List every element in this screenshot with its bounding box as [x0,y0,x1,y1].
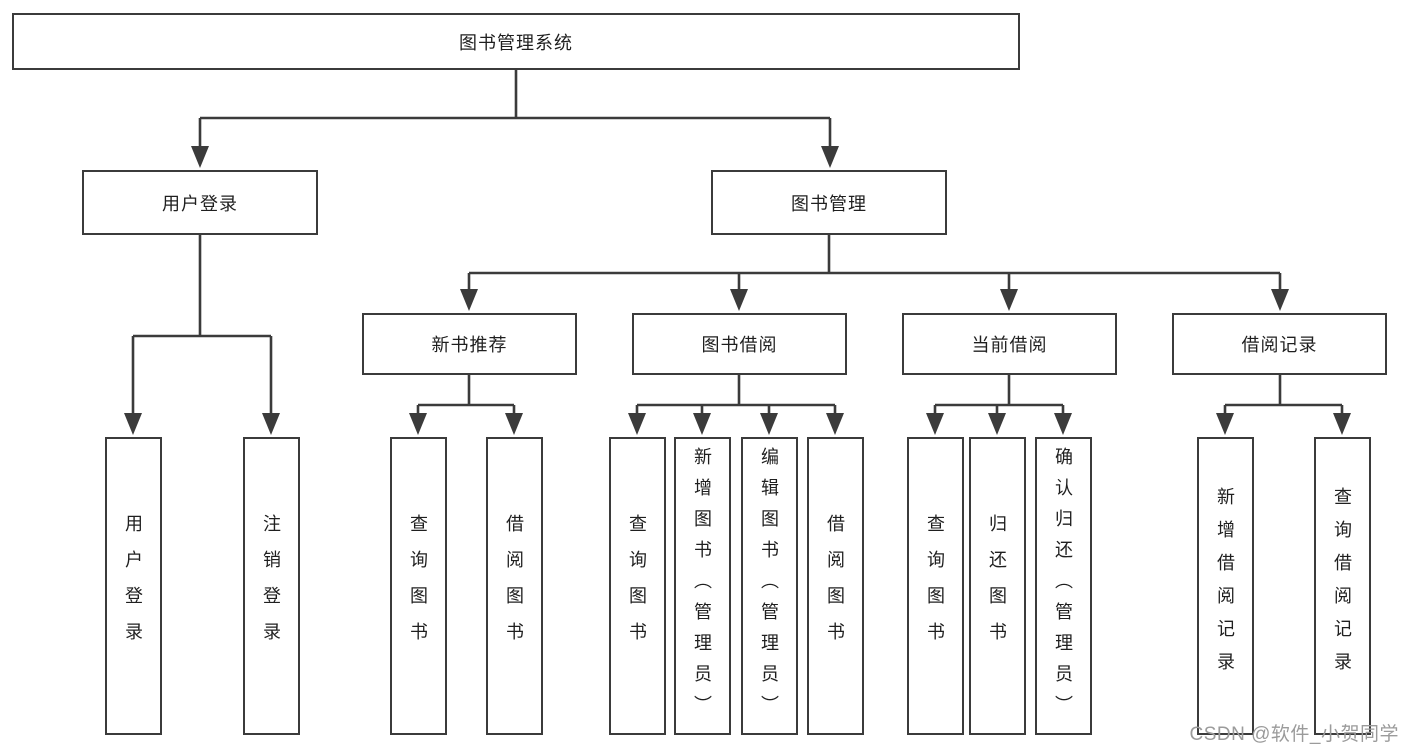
arrowhead [1054,413,1072,435]
arrowhead [926,413,944,435]
leaf-user-login: 用户登录 [104,437,162,735]
node-current-borrow: 当前借阅 [902,313,1117,375]
node-label: 归还图书 [987,514,1007,658]
node-label: 当前借阅 [971,335,1048,355]
arrowhead [1333,413,1351,435]
node-label: 借阅记录 [1241,335,1318,355]
arrowhead [821,146,839,168]
node-label: 查询图书 [627,514,647,658]
edge-user-login-to-leaves [131,235,273,417]
node-book-management: 图书管理 [711,170,947,235]
arrowhead [628,413,646,435]
leaf-return-books: 归还图书 [968,437,1026,735]
leaf-edit-books-admin: 编辑图书（管理员） [740,437,798,735]
node-label: 编辑图书（管理员） [759,446,779,726]
node-label: 查询图书 [925,514,945,658]
node-book-borrow: 图书借阅 [632,313,847,375]
leaf-logout: 注销登录 [242,437,300,735]
arrowhead [826,413,844,435]
arrowhead [124,413,142,435]
node-label: 确认归还（管理员） [1053,446,1073,726]
leaf-add-books-admin: 新增图书（管理员） [673,437,731,735]
node-label: 新增图书（管理员） [692,446,712,726]
arrowhead [409,413,427,435]
node-label: 图书管理系统 [459,32,573,53]
node-label: 新增借阅记录 [1215,487,1235,685]
edge-book-borrow-to-leaves [635,375,837,417]
arrowhead [988,413,1006,435]
arrowhead [1271,289,1289,311]
node-label: 用户登录 [123,514,143,658]
arrowhead [730,289,748,311]
leaf-borrow-books-recommend: 借阅图书 [485,437,543,735]
arrowhead [760,413,778,435]
edge-root-to-level2 [198,70,832,150]
edge-current-borrow-to-leaves [933,375,1065,417]
edge-book-mgmt-to-level3 [467,235,1282,293]
arrowhead [262,413,280,435]
node-label: 查询借阅记录 [1332,487,1352,685]
node-new-book-recommend: 新书推荐 [362,313,577,375]
leaf-query-books-current: 查询图书 [906,437,964,735]
leaf-query-borrow-record: 查询借阅记录 [1313,437,1371,735]
leaf-borrow-books: 借阅图书 [806,437,864,735]
node-label: 借阅图书 [504,514,524,658]
node-library-management-system: 图书管理系统 [12,13,1020,70]
node-user-login: 用户登录 [82,170,318,235]
edge-new-book-to-leaves [416,375,516,417]
arrowhead [460,289,478,311]
leaf-confirm-return-admin: 确认归还（管理员） [1034,437,1092,735]
node-label: 注销登录 [261,514,281,658]
node-label: 查询图书 [408,514,428,658]
node-label: 借阅图书 [825,514,845,658]
leaf-query-books-borrow: 查询图书 [608,437,666,735]
leaf-query-books-recommend: 查询图书 [389,437,447,735]
node-label: 图书管理 [791,193,867,214]
arrowhead [1216,413,1234,435]
arrowhead [505,413,523,435]
arrowhead [693,413,711,435]
arrowhead [191,146,209,168]
node-label: 图书借阅 [701,335,778,355]
leaf-add-borrow-record: 新增借阅记录 [1196,437,1254,735]
node-label: 新书推荐 [431,335,508,355]
node-borrow-records: 借阅记录 [1172,313,1387,375]
edge-borrow-records-to-leaves [1223,375,1344,417]
arrowhead [1000,289,1018,311]
node-label: 用户登录 [162,193,238,214]
